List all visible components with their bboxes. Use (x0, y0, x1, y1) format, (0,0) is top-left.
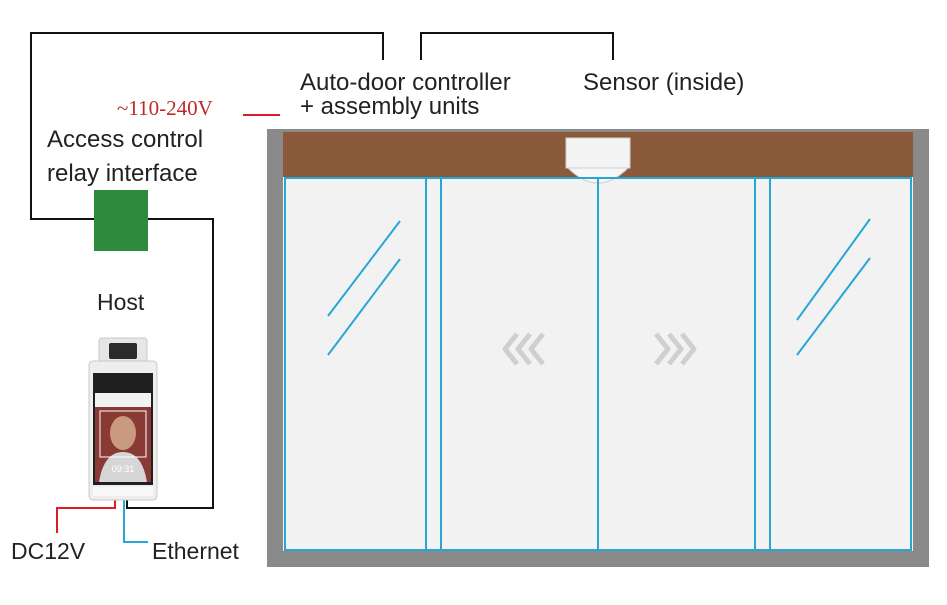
controller-wire (30, 32, 384, 220)
glass-panels (284, 177, 912, 551)
automatic-door (267, 129, 929, 567)
ethernet-wire (123, 498, 148, 543)
auto-door-controller-label-1: Auto-door controller (300, 69, 511, 96)
glass-reflections (327, 218, 871, 356)
double-chevron-right-icon (654, 332, 697, 366)
host-label: Host (97, 289, 145, 315)
dc-power-wire (56, 498, 116, 533)
sensor-label: Sensor (inside) (583, 69, 744, 96)
sensor-wire (420, 32, 614, 60)
face-recognition-terminal: 09:31 (88, 337, 158, 501)
motion-sensor (565, 137, 631, 184)
double-chevron-left-icon (502, 332, 545, 366)
access-control-label-1: Access control (47, 126, 203, 153)
auto-door-controller-label-2: + assembly units (300, 93, 479, 120)
voltage-label: ~110-240V (117, 96, 213, 120)
access-control-label-2: relay interface (47, 160, 198, 187)
device-time: 09:31 (112, 464, 135, 474)
relay-host-wire (126, 218, 214, 509)
face-portrait (110, 416, 136, 450)
relay-interface-box (94, 190, 148, 251)
wiring (30, 32, 614, 543)
fixed-panel-right (769, 177, 912, 551)
dc12v-label: DC12V (11, 538, 86, 564)
ethernet-label: Ethernet (152, 538, 240, 564)
